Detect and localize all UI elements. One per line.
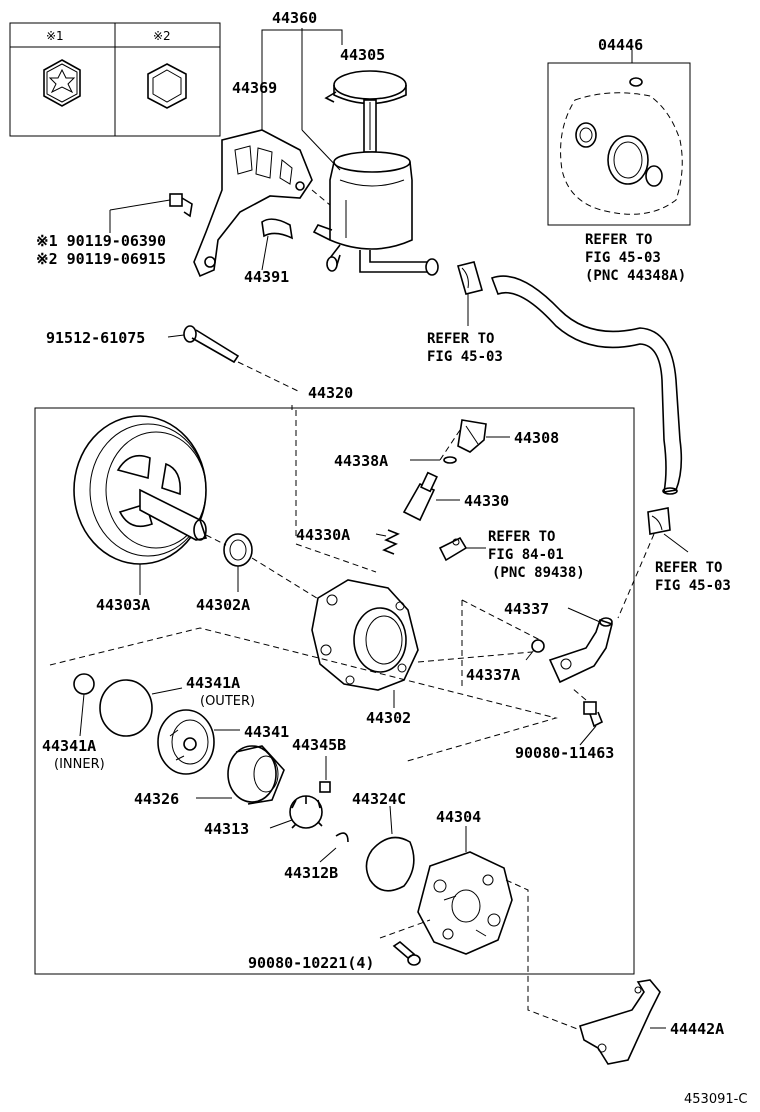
label-44305: 44305 <box>340 46 385 64</box>
o-ring-44337A <box>531 639 545 653</box>
label-44360: 44360 <box>272 9 317 27</box>
side-plate-44341 <box>157 709 215 775</box>
note-outer: (OUTER) <box>200 694 255 709</box>
snap-ring-44312B <box>335 832 349 843</box>
bolt-90119 <box>169 193 193 218</box>
label-90080-11463: 90080-11463 <box>515 744 614 762</box>
label-44330A: 44330A <box>296 526 350 544</box>
label-44337A: 44337A <box>466 666 520 684</box>
o-ring-44341A-inner <box>73 673 95 695</box>
diagram-code: 453091-C <box>684 1092 747 1107</box>
label-44312B: 44312B <box>284 864 338 882</box>
gasket-44324C <box>365 836 415 892</box>
hose-44391 <box>261 218 294 240</box>
label-44391: 44391 <box>244 268 289 286</box>
label-44330: 44330 <box>464 492 509 510</box>
legend-mark-2: ※2 <box>153 29 171 43</box>
label-44341A-inner: 44341A <box>42 737 96 755</box>
torx-head-icon <box>43 59 81 107</box>
label-44303A: 44303A <box>96 596 150 614</box>
spring-44330A <box>382 529 400 555</box>
rear-housing-44304 <box>417 851 513 955</box>
union-44308 <box>457 419 487 453</box>
return-hose <box>490 275 683 495</box>
label-04446: 04446 <box>598 36 643 54</box>
cam-ring-44326 <box>227 745 285 805</box>
label-44304: 44304 <box>436 808 481 826</box>
hose-clamp-upper <box>457 261 483 295</box>
bracket-44442A <box>579 979 661 1065</box>
rotor-44313 <box>289 795 323 829</box>
bolt-91512 <box>183 325 240 364</box>
label-44369: 44369 <box>232 79 277 97</box>
flow-control-valve-44330 <box>402 471 438 522</box>
label-44341A-outer: 44341A <box>186 674 240 692</box>
pump-assembly-box <box>34 407 635 975</box>
bolt-90080-10221 <box>392 940 421 966</box>
label-44326: 44326 <box>134 790 179 808</box>
bolt-90080-11463 <box>583 701 604 728</box>
oil-seal-44302A <box>223 533 253 567</box>
label-44442A: 44442A <box>670 1020 724 1038</box>
label-44341: 44341 <box>244 723 289 741</box>
ref-c-line2: FIG 84-01 <box>488 547 564 563</box>
internal-parts-outline <box>49 627 558 763</box>
ref-c-line1: REFER TO <box>488 529 555 545</box>
pressure-switch <box>438 536 468 562</box>
ref-b-line2: FIG 45-03 <box>427 349 503 365</box>
label-44338A: 44338A <box>334 452 388 470</box>
label-44320: 44320 <box>308 384 353 402</box>
ref-d-line2: FIG 45-03 <box>655 578 731 594</box>
legend-mark-1: ※1 <box>46 29 64 43</box>
label-44302: 44302 <box>366 709 411 727</box>
ref-a-line3: (PNC 44348A) <box>585 268 686 284</box>
ref-a-line1: REFER TO <box>585 232 652 248</box>
hex-head-icon <box>147 63 187 109</box>
o-ring-44341A-outer <box>99 679 153 737</box>
label-90080-10221: 90080-10221(4) <box>248 954 374 972</box>
label-44302A: 44302A <box>196 596 250 614</box>
label-bolt-90119-06915: ※2 90119-06915 <box>36 250 166 268</box>
label-44337: 44337 <box>504 600 549 618</box>
pressure-port-44337 <box>548 617 613 684</box>
label-91512-61075: 91512-61075 <box>46 329 145 347</box>
label-bolt-90119-06390: ※1 90119-06390 <box>36 232 166 250</box>
label-44313: 44313 <box>204 820 249 838</box>
ref-d-line1: REFER TO <box>655 560 722 576</box>
hose-clamp-lower <box>647 507 671 535</box>
reservoir-bracket <box>193 129 331 278</box>
front-housing-44302 <box>311 579 419 691</box>
label-44324C: 44324C <box>352 790 406 808</box>
pin-44345B <box>319 781 331 793</box>
label-44345B: 44345B <box>292 736 346 754</box>
o-ring-44338A <box>443 456 457 464</box>
gasket-kit-box <box>547 50 691 226</box>
ref-c-line3: (PNC 89438) <box>492 565 585 581</box>
pulley-44303A <box>73 415 208 565</box>
note-inner: (INNER) <box>54 757 105 772</box>
reservoir-assembly <box>312 70 439 276</box>
fastener-legend: ※1 ※2 <box>9 22 221 137</box>
ref-a-line2: FIG 45-03 <box>585 250 661 266</box>
ref-b-line1: REFER TO <box>427 331 494 347</box>
label-44308: 44308 <box>514 429 559 447</box>
